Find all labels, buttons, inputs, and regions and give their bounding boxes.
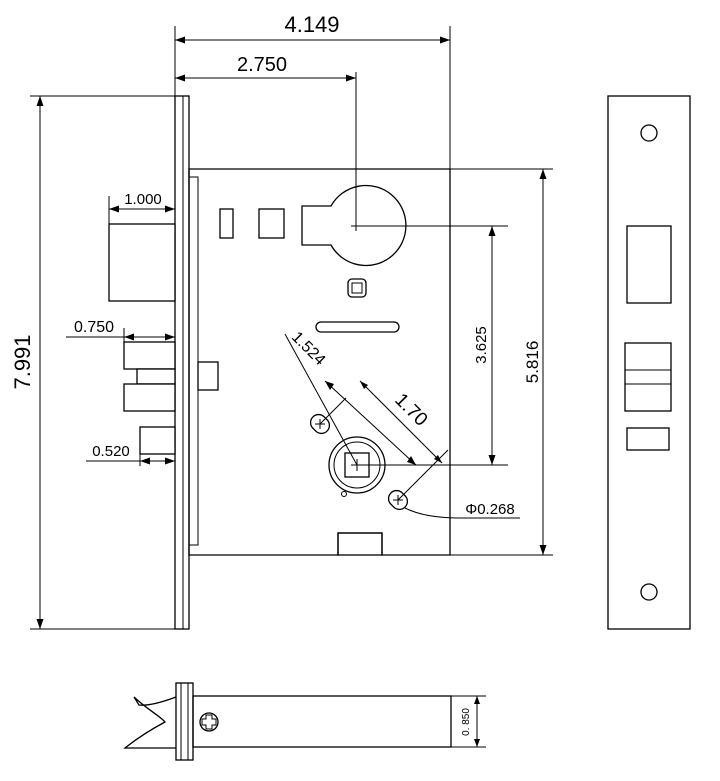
dim-case-thickness: 0. 850: [461, 708, 472, 736]
slot-small: [219, 208, 234, 239]
slot: [315, 321, 400, 333]
latch-bolt: [108, 223, 176, 302]
dim-guard-projection: 0.520: [92, 443, 130, 460]
dim-overall-height: 7.991: [10, 334, 35, 389]
latch-curve: [123, 696, 177, 749]
dim-backset: 2.750: [237, 54, 287, 76]
deadbolt-lower: [123, 383, 176, 412]
screw-head: [199, 712, 219, 732]
dim-case-height: 5.816: [523, 341, 542, 384]
bottom-notch: [337, 532, 383, 556]
guard-bolt: [139, 426, 176, 455]
faceplate: [174, 95, 190, 630]
deadbolt-upper: [123, 341, 176, 370]
bottom-case: [192, 695, 452, 748]
guard-opening: [626, 427, 670, 451]
dim-hub-distance: 3.625: [473, 326, 490, 364]
small-square: [347, 278, 367, 298]
dim-mount-hole: Φ0.268: [465, 501, 515, 518]
case-tab: [197, 361, 219, 391]
dim-diag-a: 1.524: [288, 329, 328, 369]
bottom-view: 0. 850: [123, 682, 486, 761]
faceplate-screw-bottom: [640, 583, 658, 601]
latch-opening: [626, 225, 672, 304]
dim-overall-width: 4.149: [284, 12, 339, 37]
dim-deadbolt-projection: 0.750: [74, 319, 114, 336]
faceplate-screw-top: [640, 124, 658, 142]
cylinder-hub: [301, 184, 407, 267]
slot-square: [258, 208, 285, 239]
dim-latch-projection: 1.000: [124, 191, 162, 208]
deadbolt-middle: [136, 368, 176, 385]
deadbolt-opening: [624, 342, 672, 412]
faceplate-view: [607, 95, 691, 630]
bottom-faceplate: [175, 682, 194, 761]
faceplate-outline: [607, 95, 691, 630]
front-view: 4.149 2.750 7.991 5.816 3.625 1.000: [10, 12, 553, 630]
dim-diag-b: 1.70: [390, 390, 431, 431]
